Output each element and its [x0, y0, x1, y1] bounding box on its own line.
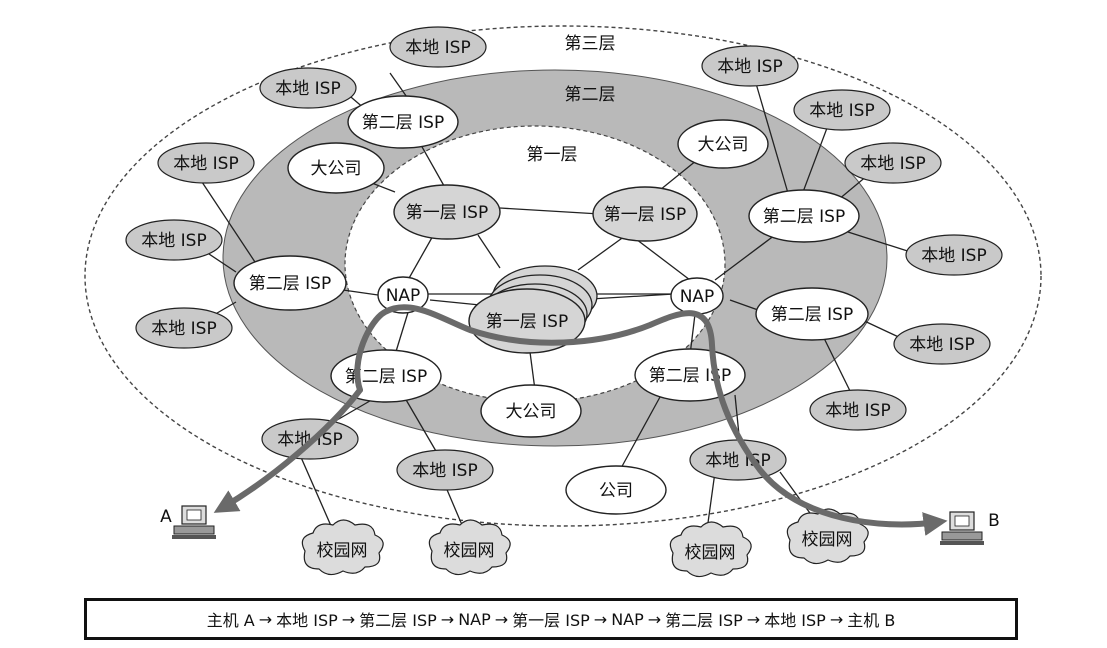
svg-text:NAP: NAP — [680, 287, 715, 307]
local-isp-9: 本地 ISP — [905, 234, 1003, 276]
svg-text:NAP: NAP — [386, 286, 421, 306]
route-step: NAP — [611, 609, 644, 629]
campus-3: 校园网 — [669, 521, 752, 578]
svg-text:校园网: 校园网 — [444, 541, 495, 561]
route-step: 第二层 ISP — [665, 611, 743, 630]
tier2-isp-left: 第二层 ISP — [233, 255, 347, 311]
svg-text:本地 ISP: 本地 ISP — [909, 335, 974, 355]
tier2-isp-bottomleft: 第二层 ISP — [330, 349, 442, 403]
svg-text:本地 ISP: 本地 ISP — [717, 57, 782, 77]
host-a-label: A — [160, 507, 172, 527]
local-isps: 本地 ISP 本地 ISP 本地 ISP 本地 ISP 本地 ISP 本地 IS… — [125, 26, 1003, 491]
local-isp-6: 本地 ISP — [701, 45, 799, 87]
svg-text:本地 ISP: 本地 ISP — [173, 154, 238, 174]
route-arrow: → — [341, 609, 356, 629]
local-isp-10: 本地 ISP — [893, 323, 991, 365]
corp-bottom: 大公司 — [480, 384, 582, 438]
route-step: 本地 ISP — [276, 611, 338, 630]
local-isp-8: 本地 ISP — [844, 142, 942, 184]
route-arrow: → — [494, 609, 509, 629]
svg-text:校园网: 校园网 — [317, 541, 368, 561]
tier1-label: 第一层 — [527, 145, 578, 165]
route-step: 本地 ISP — [764, 611, 826, 630]
host-b-icon — [940, 511, 984, 545]
nap-right: NAP — [670, 277, 724, 315]
route-arrow: → — [258, 609, 273, 629]
route-arrow: → — [647, 609, 662, 629]
local-isp-4: 本地 ISP — [125, 219, 223, 261]
svg-text:校园网: 校园网 — [685, 543, 736, 563]
tier2-label: 第二层 — [565, 85, 616, 105]
tier1-isp-left: 第一层 ISP — [393, 184, 501, 240]
svg-text:公司: 公司 — [599, 481, 633, 501]
svg-text:大公司: 大公司 — [506, 402, 557, 422]
svg-text:本地 ISP: 本地 ISP — [921, 246, 986, 266]
svg-text:第一层 ISP: 第一层 ISP — [604, 205, 686, 225]
svg-text:校园网: 校园网 — [802, 530, 853, 550]
local-isp-14: 本地 ISP — [689, 439, 787, 481]
nap-left: NAP — [377, 276, 429, 314]
route-arrow: → — [593, 609, 608, 629]
tier3-label: 第三层 — [565, 34, 616, 54]
svg-text:第二层 ISP: 第二层 ISP — [345, 367, 427, 387]
svg-text:本地 ISP: 本地 ISP — [151, 319, 216, 339]
svg-text:本地 ISP: 本地 ISP — [412, 461, 477, 481]
host-a-icon — [172, 505, 216, 539]
route-arrow: → — [829, 609, 844, 629]
corp-left: 大公司 — [287, 142, 385, 194]
svg-text:第二层 ISP: 第二层 ISP — [362, 113, 444, 133]
route-step: 主机 B — [847, 611, 896, 630]
route-arrow: → — [440, 609, 455, 629]
tier2-isp-topright: 第二层 ISP — [748, 189, 860, 243]
company: 公司 — [565, 465, 667, 515]
route-step: 第二层 ISP — [359, 611, 437, 630]
svg-text:大公司: 大公司 — [311, 159, 362, 179]
svg-text:第二层 ISP: 第二层 ISP — [771, 305, 853, 325]
svg-text:本地 ISP: 本地 ISP — [860, 154, 925, 174]
tier2-isp-topleft: 第二层 ISP — [347, 95, 459, 149]
campus-networks: 校园网 校园网 校园网 校园网 — [301, 508, 869, 578]
route-path — [354, 304, 948, 536]
route-step: 主机 A — [206, 611, 255, 630]
route-summary-bar: 主机 A → 本地 ISP → 第二层 ISP → NAP → 第一层 ISP … — [84, 598, 1018, 640]
local-isp-13: 本地 ISP — [396, 449, 494, 491]
tier1-center-label: 第一层 ISP — [486, 312, 568, 332]
svg-text:第二层 ISP: 第二层 ISP — [249, 274, 331, 294]
campus-1: 校园网 — [301, 519, 384, 576]
route-step: NAP — [458, 609, 491, 629]
route-step: 第一层 ISP — [512, 611, 590, 630]
campus-2: 校园网 — [428, 519, 511, 576]
campus-4: 校园网 — [786, 508, 869, 565]
svg-text:大公司: 大公司 — [698, 135, 749, 155]
local-isp-11: 本地 ISP — [809, 389, 907, 431]
local-isp-7: 本地 ISP — [793, 89, 891, 131]
svg-text:第二层 ISP: 第二层 ISP — [763, 207, 845, 227]
svg-text:第二层 ISP: 第二层 ISP — [649, 366, 731, 386]
svg-text:本地 ISP: 本地 ISP — [825, 401, 890, 421]
svg-text:本地 ISP: 本地 ISP — [275, 79, 340, 99]
route-path-to-a — [213, 387, 363, 513]
local-isp-3: 本地 ISP — [157, 142, 255, 184]
svg-text:本地 ISP: 本地 ISP — [405, 38, 470, 58]
local-isp-2: 本地 ISP — [259, 67, 357, 109]
svg-text:第一层 ISP: 第一层 ISP — [406, 203, 488, 223]
corp-right: 大公司 — [677, 119, 769, 169]
tier2-isp-right: 第二层 ISP — [755, 287, 869, 341]
local-isp-1: 本地 ISP — [389, 26, 487, 68]
svg-text:本地 ISP: 本地 ISP — [141, 231, 206, 251]
svg-text:本地 ISP: 本地 ISP — [809, 101, 874, 121]
local-isp-5: 本地 ISP — [135, 307, 233, 349]
host-b-label: B — [988, 511, 1000, 531]
tier2-isp-bottomright: 第二层 ISP — [634, 348, 746, 402]
tier1-isp-right: 第一层 ISP — [592, 186, 698, 242]
tier1-core-stack: 第一层 ISP — [468, 265, 598, 354]
route-arrow: → — [746, 609, 761, 629]
